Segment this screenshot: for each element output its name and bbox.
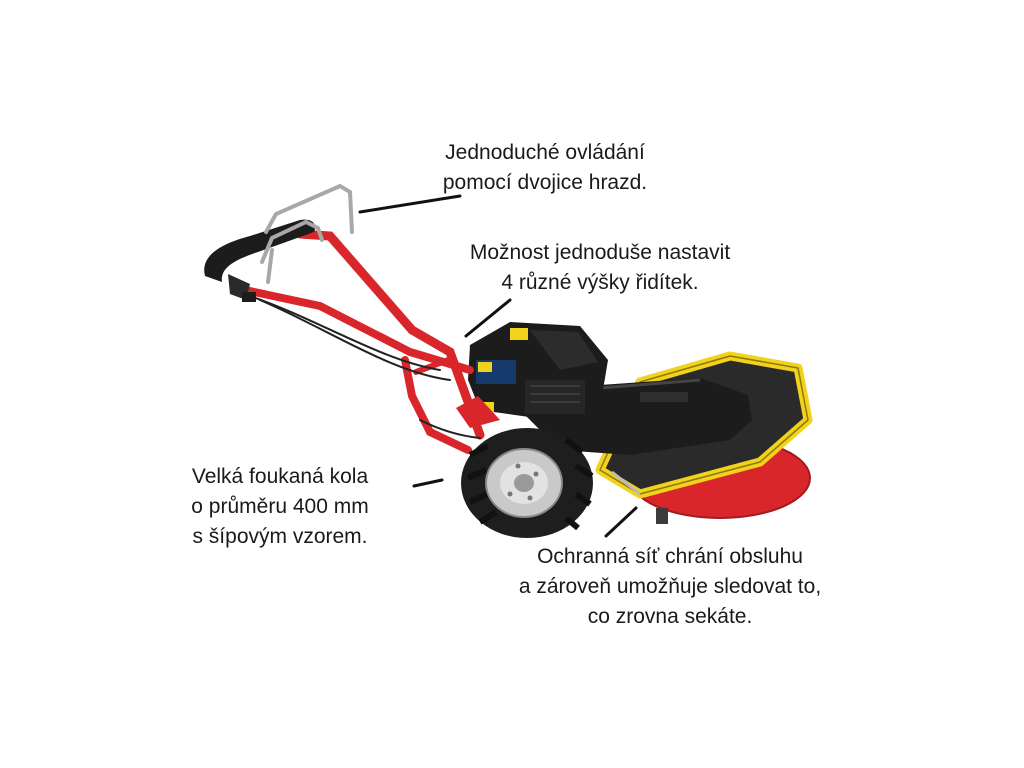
annotation-line: pomocí dvojice hrazd. [442, 171, 648, 194]
annotation-line: s šípovým vzorem. [192, 525, 368, 548]
annotation-line: co zrovna sekáte. [587, 605, 753, 628]
callout-line-handles [358, 194, 462, 214]
annotation-line: Možnost jednoduše nastavit [469, 241, 731, 264]
callout-lines [358, 194, 638, 538]
annotation-line: Jednoduché ovládání [445, 141, 645, 164]
annotation-handles: Jednoduché ovládání pomocí dvojice hrazd… [405, 138, 685, 198]
engine [456, 322, 608, 428]
annotation-line: a zároveň umožňuje sledovat to, [518, 575, 822, 598]
control-hoops [260, 183, 354, 284]
grip-handle [204, 219, 316, 302]
annotation-handle-height: Možnost jednoduše nastavit 4 různé výšky… [430, 238, 770, 298]
annotation-line: o průměru 400 mm [191, 495, 369, 518]
annotation-line: Ochranná síť chrání obsluhu [537, 545, 803, 568]
drive-wheel [461, 428, 594, 538]
annotation-wheels: Velká foukaná kola o průměru 400 mm s ší… [160, 462, 400, 552]
callout-line-height [464, 298, 512, 338]
annotation-protective-net: Ochranná síť chrání obsluhu a zároveň um… [470, 542, 870, 632]
callout-line-net [604, 506, 638, 538]
annotation-line: 4 různé výšky řidítek. [501, 271, 699, 294]
callout-line-wheels [412, 478, 444, 488]
annotation-line: Velká foukaná kola [191, 465, 369, 488]
